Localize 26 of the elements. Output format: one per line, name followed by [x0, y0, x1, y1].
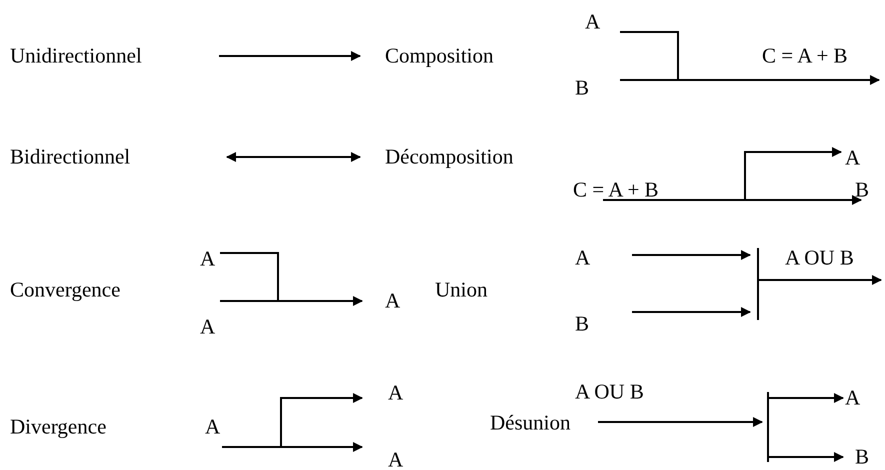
symbol-name: Désunion [490, 412, 570, 434]
symbol-name: Composition [385, 46, 494, 66]
flow-label: B [855, 446, 870, 468]
symbol-name: Décomposition [385, 146, 514, 168]
flow-label: A [205, 416, 220, 438]
flow-label: B [575, 314, 590, 334]
flow-label: A OU B [575, 382, 644, 402]
flow-label: C = A + B [573, 180, 659, 200]
flow-label: A [388, 450, 404, 470]
flow-label: C = A + B [762, 46, 848, 66]
flow-label: A [388, 382, 404, 404]
flow-label: A [585, 12, 600, 32]
flow-label: A [845, 388, 860, 408]
symbol-name: Unidirectionnel [10, 46, 142, 66]
flow-label: A OU B [785, 248, 854, 268]
symbol-name: Union [435, 280, 488, 300]
flow-label: B [575, 78, 590, 98]
symbol-name: Convergence [10, 280, 120, 300]
flow-label: A [200, 316, 216, 338]
flow-label: A [385, 290, 400, 312]
flow-label: A [575, 248, 590, 268]
flow-label: A [200, 248, 216, 270]
flow-label: B [855, 180, 870, 200]
symbol-name: Bidirectionnel [10, 146, 130, 168]
symbol-name: Divergence [10, 416, 106, 438]
flow-label: A [845, 148, 860, 168]
